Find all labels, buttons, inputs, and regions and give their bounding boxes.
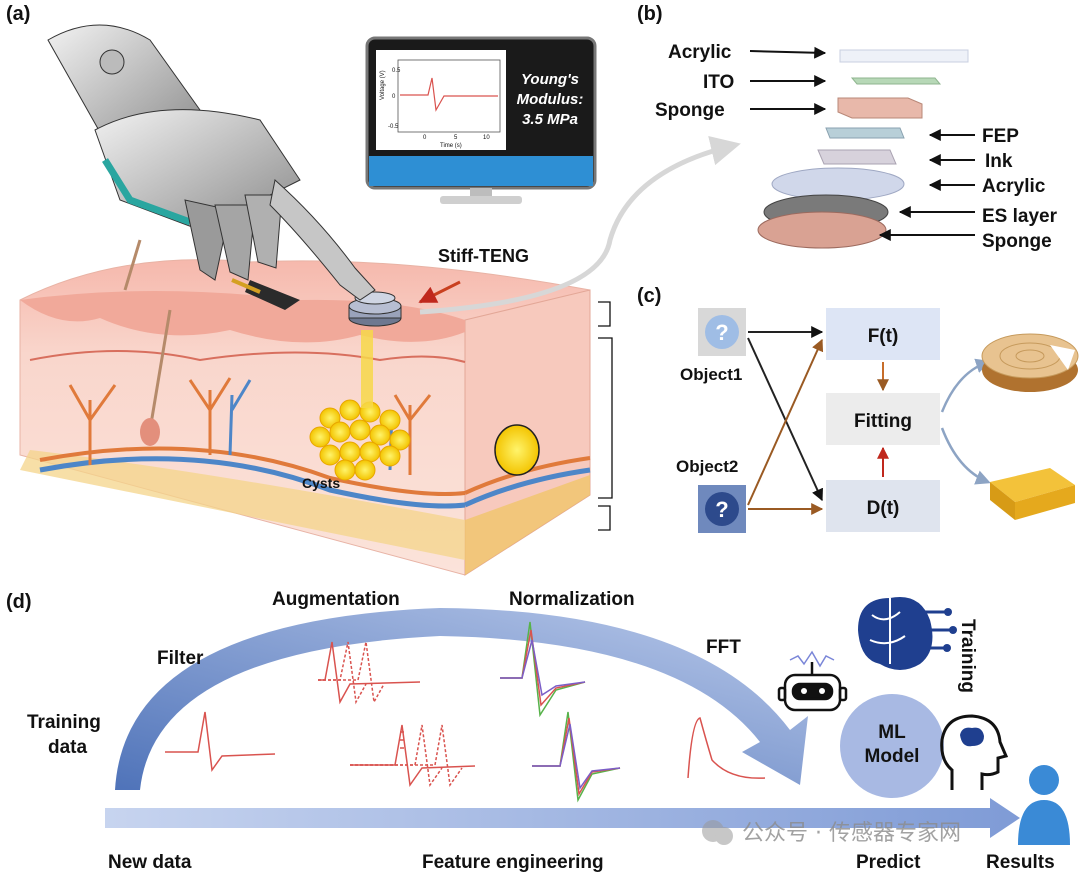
subcutis-bracket bbox=[598, 505, 611, 531]
obj1-to-disp-arrow bbox=[747, 337, 823, 502]
ml-model-line2: Model bbox=[865, 746, 920, 767]
device-pointer-arrow bbox=[418, 280, 461, 304]
new-data-bar-arrow bbox=[105, 798, 1020, 838]
layer-label-sponge-bottom: Sponge bbox=[982, 231, 1052, 252]
cyst-cluster bbox=[309, 399, 411, 481]
object2-question: ? bbox=[715, 497, 728, 522]
epidermis-bracket bbox=[598, 301, 611, 327]
results-person-icon bbox=[1018, 765, 1070, 845]
layer-label-acrylic-top: Acrylic bbox=[668, 42, 732, 63]
obj2-to-force-arrow bbox=[747, 338, 824, 506]
augmentation-label: Augmentation bbox=[272, 589, 400, 610]
layer-label-fep: FEP bbox=[982, 126, 1019, 147]
fitting-box bbox=[826, 393, 940, 445]
filter-label: Filter bbox=[157, 648, 204, 669]
skin-cross-section bbox=[19, 239, 591, 576]
monitor-title-line1: Young's bbox=[521, 71, 579, 88]
normalized-signals bbox=[500, 621, 621, 803]
layer-arrow-acrylic-top bbox=[749, 46, 827, 59]
layer-stack bbox=[757, 49, 969, 249]
training-data-line1: Training bbox=[27, 712, 101, 733]
sponge-sample bbox=[990, 468, 1075, 520]
force-box bbox=[826, 308, 940, 360]
wood-sample bbox=[981, 333, 1079, 392]
fitting-to-wood-arrow bbox=[940, 358, 991, 413]
robotic-hand bbox=[47, 24, 376, 310]
raw-signal bbox=[165, 711, 276, 773]
object2-label: Object2 bbox=[676, 457, 738, 476]
training-data-line2: data bbox=[48, 737, 88, 758]
watermark bbox=[702, 820, 733, 845]
layer-label-ito: ITO bbox=[703, 72, 734, 93]
object1-question: ? bbox=[715, 320, 728, 345]
layer-label-es-layer: ES layer bbox=[982, 206, 1058, 227]
displacement-box bbox=[826, 480, 940, 532]
fft-label: FFT bbox=[706, 637, 741, 658]
normalization-label: Normalization bbox=[509, 589, 635, 610]
cysts-label: Cysts bbox=[302, 475, 340, 491]
light-beam bbox=[361, 330, 373, 408]
plot-ytick-bottom: -0.5 bbox=[388, 124, 399, 130]
layer-label-ink: Ink bbox=[985, 151, 1013, 172]
training-label: Training bbox=[957, 619, 978, 693]
ml-model-line1: ML bbox=[878, 722, 906, 743]
panel-b-label: (b) bbox=[637, 3, 663, 25]
monitor-title-line3: 3.5 MPa bbox=[522, 111, 578, 128]
plot-ytick-mid: 0 bbox=[392, 94, 396, 100]
ml-model-circle bbox=[840, 694, 944, 798]
brain-training-icon bbox=[858, 596, 957, 670]
robot-icon bbox=[777, 650, 848, 712]
plot-xlabel: Time (s) bbox=[440, 143, 462, 149]
plot-xtick-10: 10 bbox=[483, 135, 490, 141]
plot-xtick-0: 0 bbox=[423, 135, 427, 141]
fitting-label: Fitting bbox=[854, 411, 912, 432]
force-label: F(t) bbox=[868, 326, 899, 347]
layer-label-sponge-top: Sponge bbox=[655, 100, 725, 121]
panel-a-label: (a) bbox=[6, 3, 30, 25]
layer-label-acrylic-bottom: Acrylic bbox=[982, 176, 1046, 197]
object1-label: Object1 bbox=[680, 365, 742, 384]
plot-xtick-5: 5 bbox=[454, 135, 458, 141]
new-data-label: New data bbox=[108, 852, 192, 873]
watermark-text: 公众号 · 传感器专家网 bbox=[742, 821, 961, 846]
predict-label: Predict bbox=[856, 852, 921, 873]
dermis-bracket bbox=[598, 337, 613, 499]
panel-d-label: (d) bbox=[6, 591, 32, 613]
zoom-arrow bbox=[419, 135, 741, 315]
results-label: Results bbox=[986, 852, 1055, 873]
panel-c-label: (c) bbox=[637, 285, 661, 307]
plot-ylabel: Voltage (V) bbox=[380, 70, 386, 100]
object1-tile bbox=[698, 308, 746, 356]
monitor bbox=[365, 36, 597, 204]
feature-engineering-label: Feature engineering bbox=[422, 852, 604, 873]
monitor-title-line2: Modulus: bbox=[517, 91, 584, 108]
plot-ytick-top: 0.5 bbox=[392, 68, 401, 74]
augmented-signals bbox=[318, 641, 476, 787]
displacement-label: D(t) bbox=[867, 498, 900, 519]
feature-arc-arrow bbox=[115, 608, 808, 790]
stiff-teng-device bbox=[348, 291, 402, 327]
fft-spectrum bbox=[687, 717, 766, 779]
head-thinking-icon bbox=[940, 714, 1009, 790]
object2-tile bbox=[698, 485, 746, 533]
fitting-to-sponge-arrow bbox=[940, 427, 991, 485]
stiff-teng-label: Stiff-TENG bbox=[438, 246, 529, 266]
